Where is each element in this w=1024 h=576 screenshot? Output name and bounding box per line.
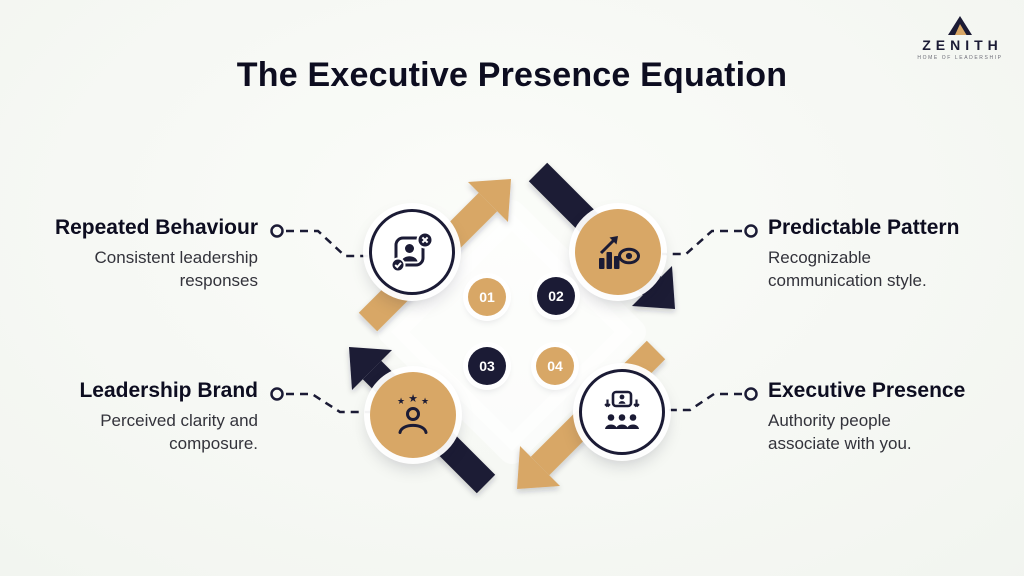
step-badge-04: 04 bbox=[536, 347, 574, 385]
svg-text:★: ★ bbox=[421, 396, 429, 406]
mountain-logo-icon bbox=[948, 16, 972, 35]
person-x-icon bbox=[390, 231, 434, 273]
growth-eye-icon bbox=[599, 236, 640, 269]
zenith-logo: ZENITH HOME OF LEADERSHIP bbox=[914, 16, 1006, 61]
label-title: Repeated Behaviour bbox=[54, 216, 258, 239]
center-diamond bbox=[378, 200, 646, 464]
label-desc: Recognizable communication style. bbox=[768, 248, 927, 290]
node-leadership-brand: ★ ★ ★ bbox=[370, 372, 456, 458]
logo-tagline: HOME OF LEADERSHIP bbox=[917, 55, 1003, 61]
node-predictable-pattern bbox=[575, 209, 661, 295]
connector-ring bbox=[270, 387, 284, 401]
node-repeated-behaviour bbox=[369, 209, 455, 295]
label-repeated-behaviour: Repeated Behaviour Consistent leadership… bbox=[43, 216, 258, 292]
connector-executive-presence bbox=[666, 392, 742, 412]
label-executive-presence: Executive Presence Authority people asso… bbox=[768, 379, 998, 455]
node-executive-presence bbox=[579, 369, 665, 455]
label-title: Executive Presence bbox=[768, 379, 966, 402]
label-leadership-brand: Leadership Brand Perceived clarity and c… bbox=[43, 379, 258, 455]
connector-leadership-brand bbox=[286, 392, 370, 414]
label-desc: Consistent leadership responses bbox=[94, 248, 258, 290]
step-badge-03: 03 bbox=[468, 347, 506, 385]
label-predictable-pattern: Predictable Pattern Recognizable communi… bbox=[768, 216, 998, 292]
label-title: Leadership Brand bbox=[79, 379, 258, 402]
label-title: Predictable Pattern bbox=[768, 216, 960, 239]
step-badge-02: 02 bbox=[537, 277, 575, 315]
person-stars-icon: ★ ★ ★ bbox=[397, 393, 429, 434]
connector-ring bbox=[270, 224, 284, 238]
connector-ring bbox=[744, 387, 758, 401]
svg-text:★: ★ bbox=[397, 396, 405, 406]
connector-repeated-behaviour bbox=[286, 229, 372, 258]
svg-text:★: ★ bbox=[408, 393, 418, 405]
logo-name: ZENITH bbox=[922, 37, 1003, 53]
label-desc: Authority people associate with you. bbox=[768, 411, 912, 453]
page-title: The Executive Presence Equation bbox=[236, 56, 788, 94]
step-badge-01: 01 bbox=[468, 278, 506, 316]
presentation-audience-icon bbox=[604, 390, 640, 429]
label-desc: Perceived clarity and composure. bbox=[100, 411, 258, 453]
connector-ring bbox=[744, 224, 758, 238]
connector-predictable-pattern bbox=[662, 229, 742, 256]
